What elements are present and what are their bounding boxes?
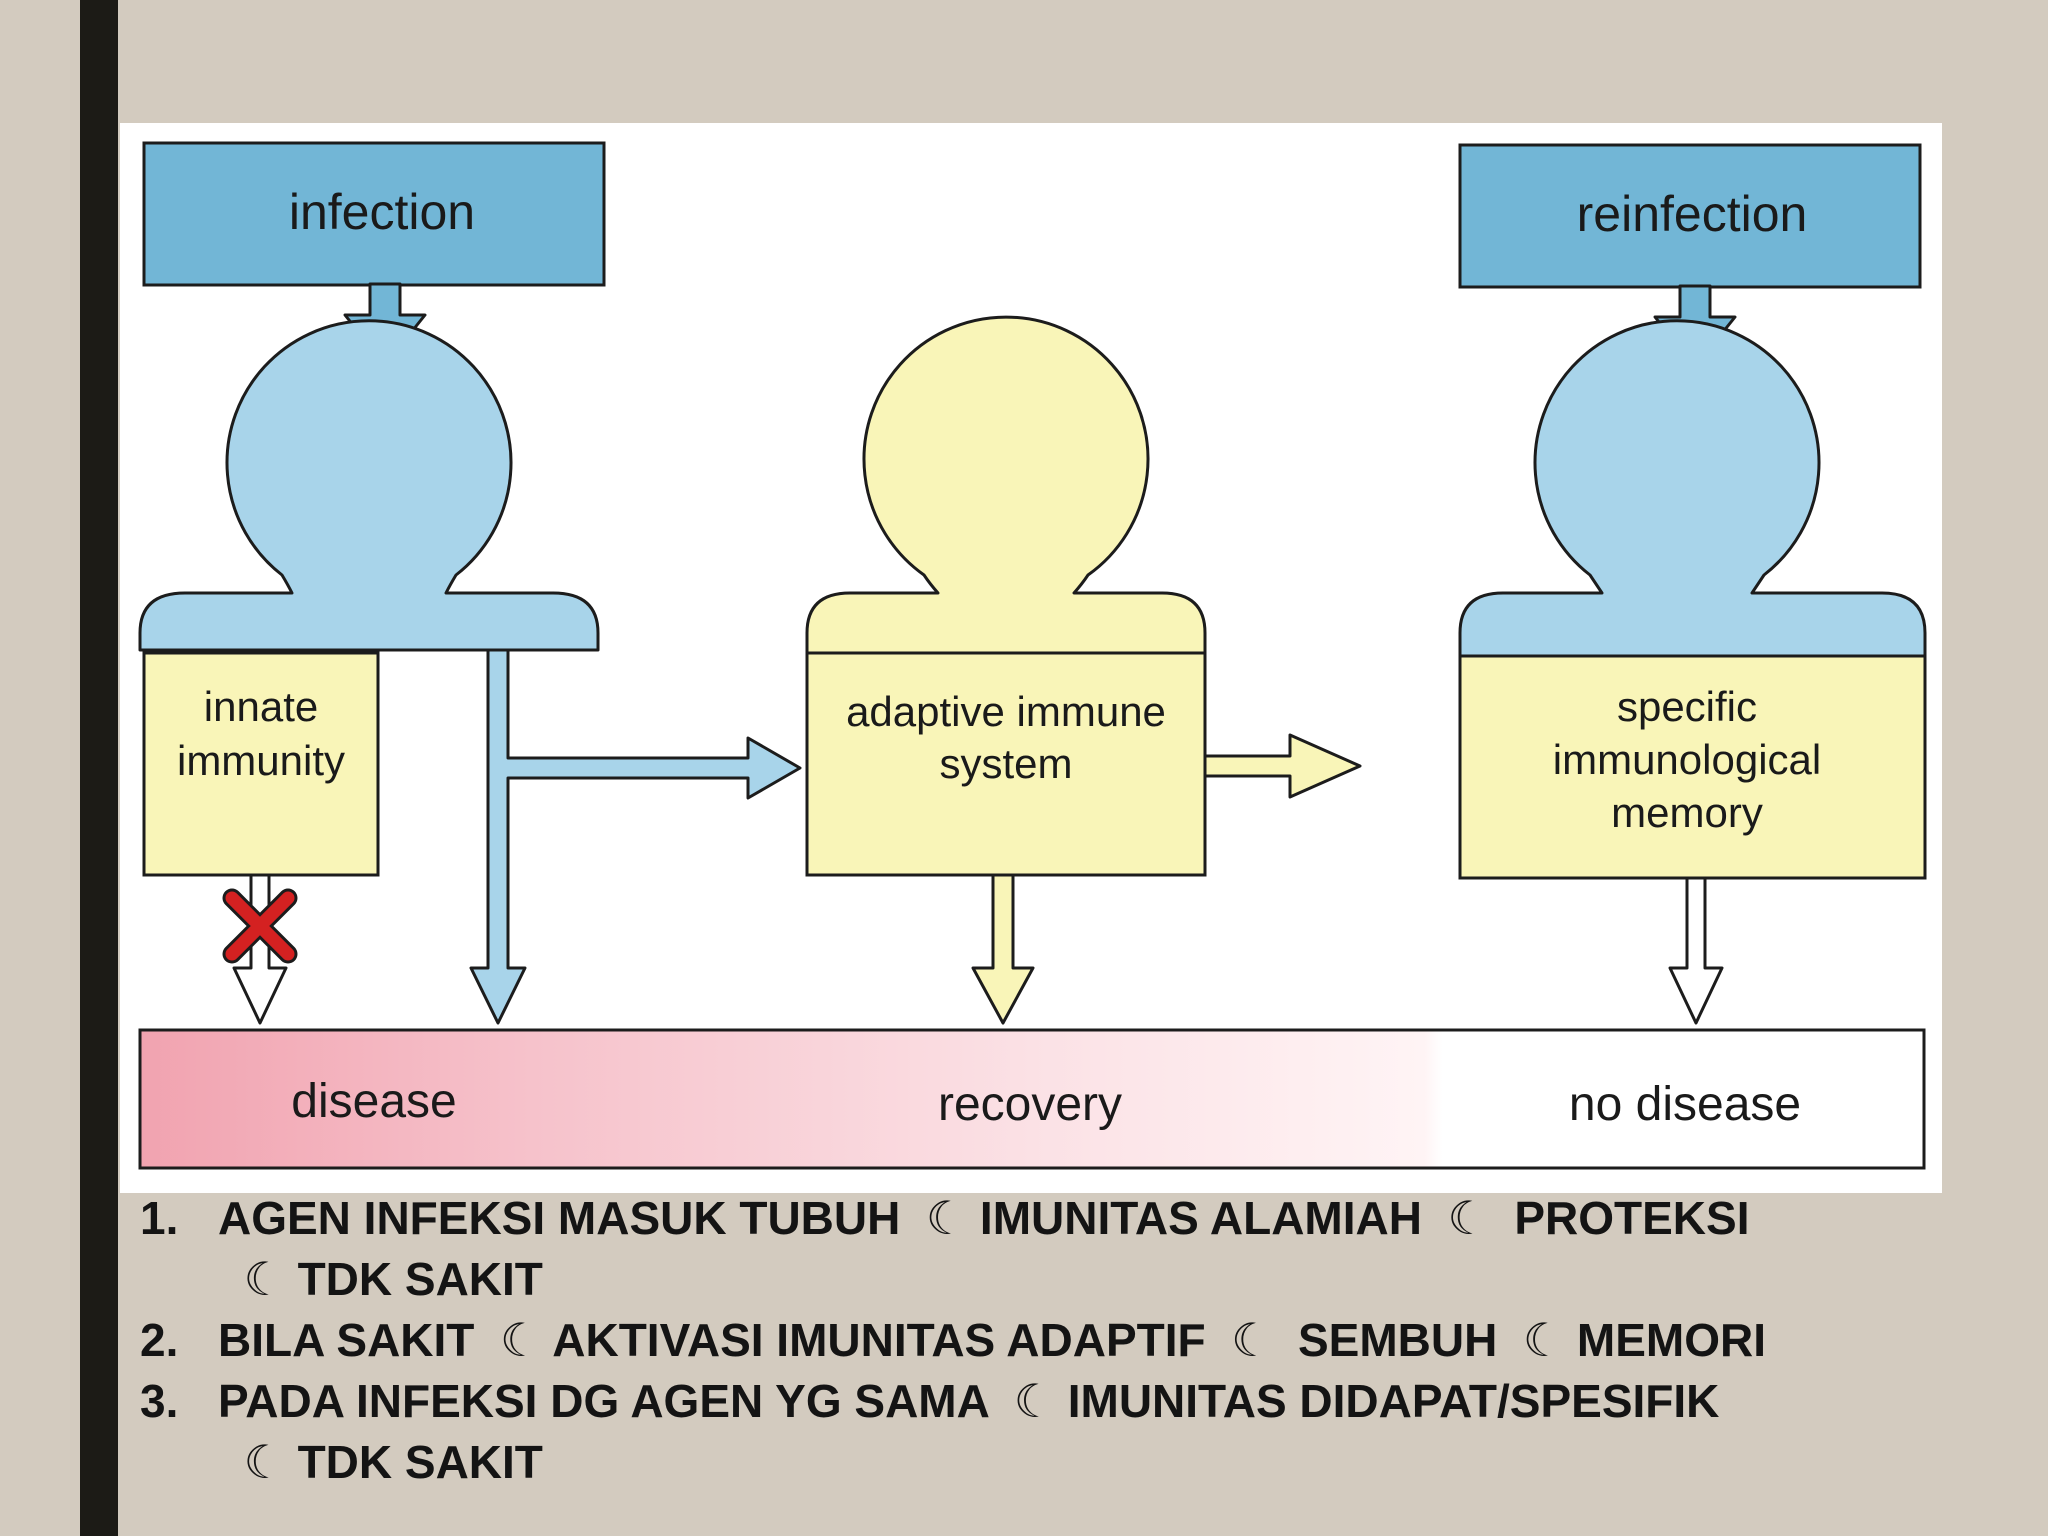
reinfection-label: reinfection bbox=[1577, 186, 1808, 242]
infection-box bbox=[142, 141, 606, 287]
outcome-no-disease: no disease bbox=[1569, 1078, 1801, 1131]
step-text: BILA SAKIT ☾ AKTIVASI IMUNITAS ADAPTIF ☾… bbox=[218, 1314, 1766, 1366]
outcome-bar bbox=[138, 1028, 1926, 1170]
infection-label: infection bbox=[289, 184, 475, 240]
step-number: 2. bbox=[140, 1314, 179, 1366]
step-text: AGEN INFEKSI MASUK TUBUH ☾ IMUNITAS ALAM… bbox=[218, 1192, 1750, 1305]
step-text: PADA INFEKSI DG AGEN YG SAMA ☾ IMUNITAS … bbox=[218, 1375, 1720, 1488]
outcome-disease: disease bbox=[291, 1075, 456, 1128]
step-item: 2. BILA SAKIT ☾ AKTIVASI IMUNITAS ADAPTI… bbox=[140, 1310, 1940, 1371]
adaptive-label-line1: adaptive immune bbox=[846, 688, 1166, 735]
step-item: 3. PADA INFEKSI DG AGEN YG SAMA ☾ IMUNIT… bbox=[140, 1371, 1940, 1493]
immune-response-diagram: disease recovery no disease infection in… bbox=[120, 123, 1942, 1193]
slide-accent-bar bbox=[80, 0, 118, 1536]
outcome-recovery: recovery bbox=[938, 1078, 1122, 1131]
memory-label-line1: specific bbox=[1617, 683, 1757, 730]
blocked-cross-icon bbox=[222, 888, 298, 964]
innate-label-line1: innate bbox=[204, 683, 318, 730]
memory-figure bbox=[1458, 319, 1927, 658]
innate-immunity-box bbox=[142, 651, 380, 877]
step-item: 1. AGEN INFEKSI MASUK TUBUH ☾ IMUNITAS A… bbox=[140, 1188, 1940, 1310]
step-number: 1. bbox=[140, 1192, 179, 1244]
innate-figure bbox=[138, 319, 600, 652]
summary-steps: 1. AGEN INFEKSI MASUK TUBUH ☾ IMUNITAS A… bbox=[140, 1188, 1940, 1493]
adaptive-label-line2: system bbox=[939, 740, 1072, 787]
step-number: 3. bbox=[140, 1375, 179, 1427]
arrow-innate-to-disease-blocked bbox=[232, 873, 288, 1025]
arrow-infection-branch bbox=[469, 648, 802, 1025]
arrow-adaptive-to-recovery bbox=[971, 873, 1035, 1025]
arrow-adaptive-to-memory bbox=[1203, 733, 1362, 799]
memory-label-line2: immunological bbox=[1553, 736, 1821, 783]
adaptive-figure bbox=[805, 315, 1207, 655]
innate-label-line2: immunity bbox=[177, 737, 345, 784]
arrow-memory-to-no-disease bbox=[1668, 876, 1724, 1025]
memory-label-line3: memory bbox=[1611, 789, 1763, 836]
specific-memory-box bbox=[1458, 654, 1927, 880]
